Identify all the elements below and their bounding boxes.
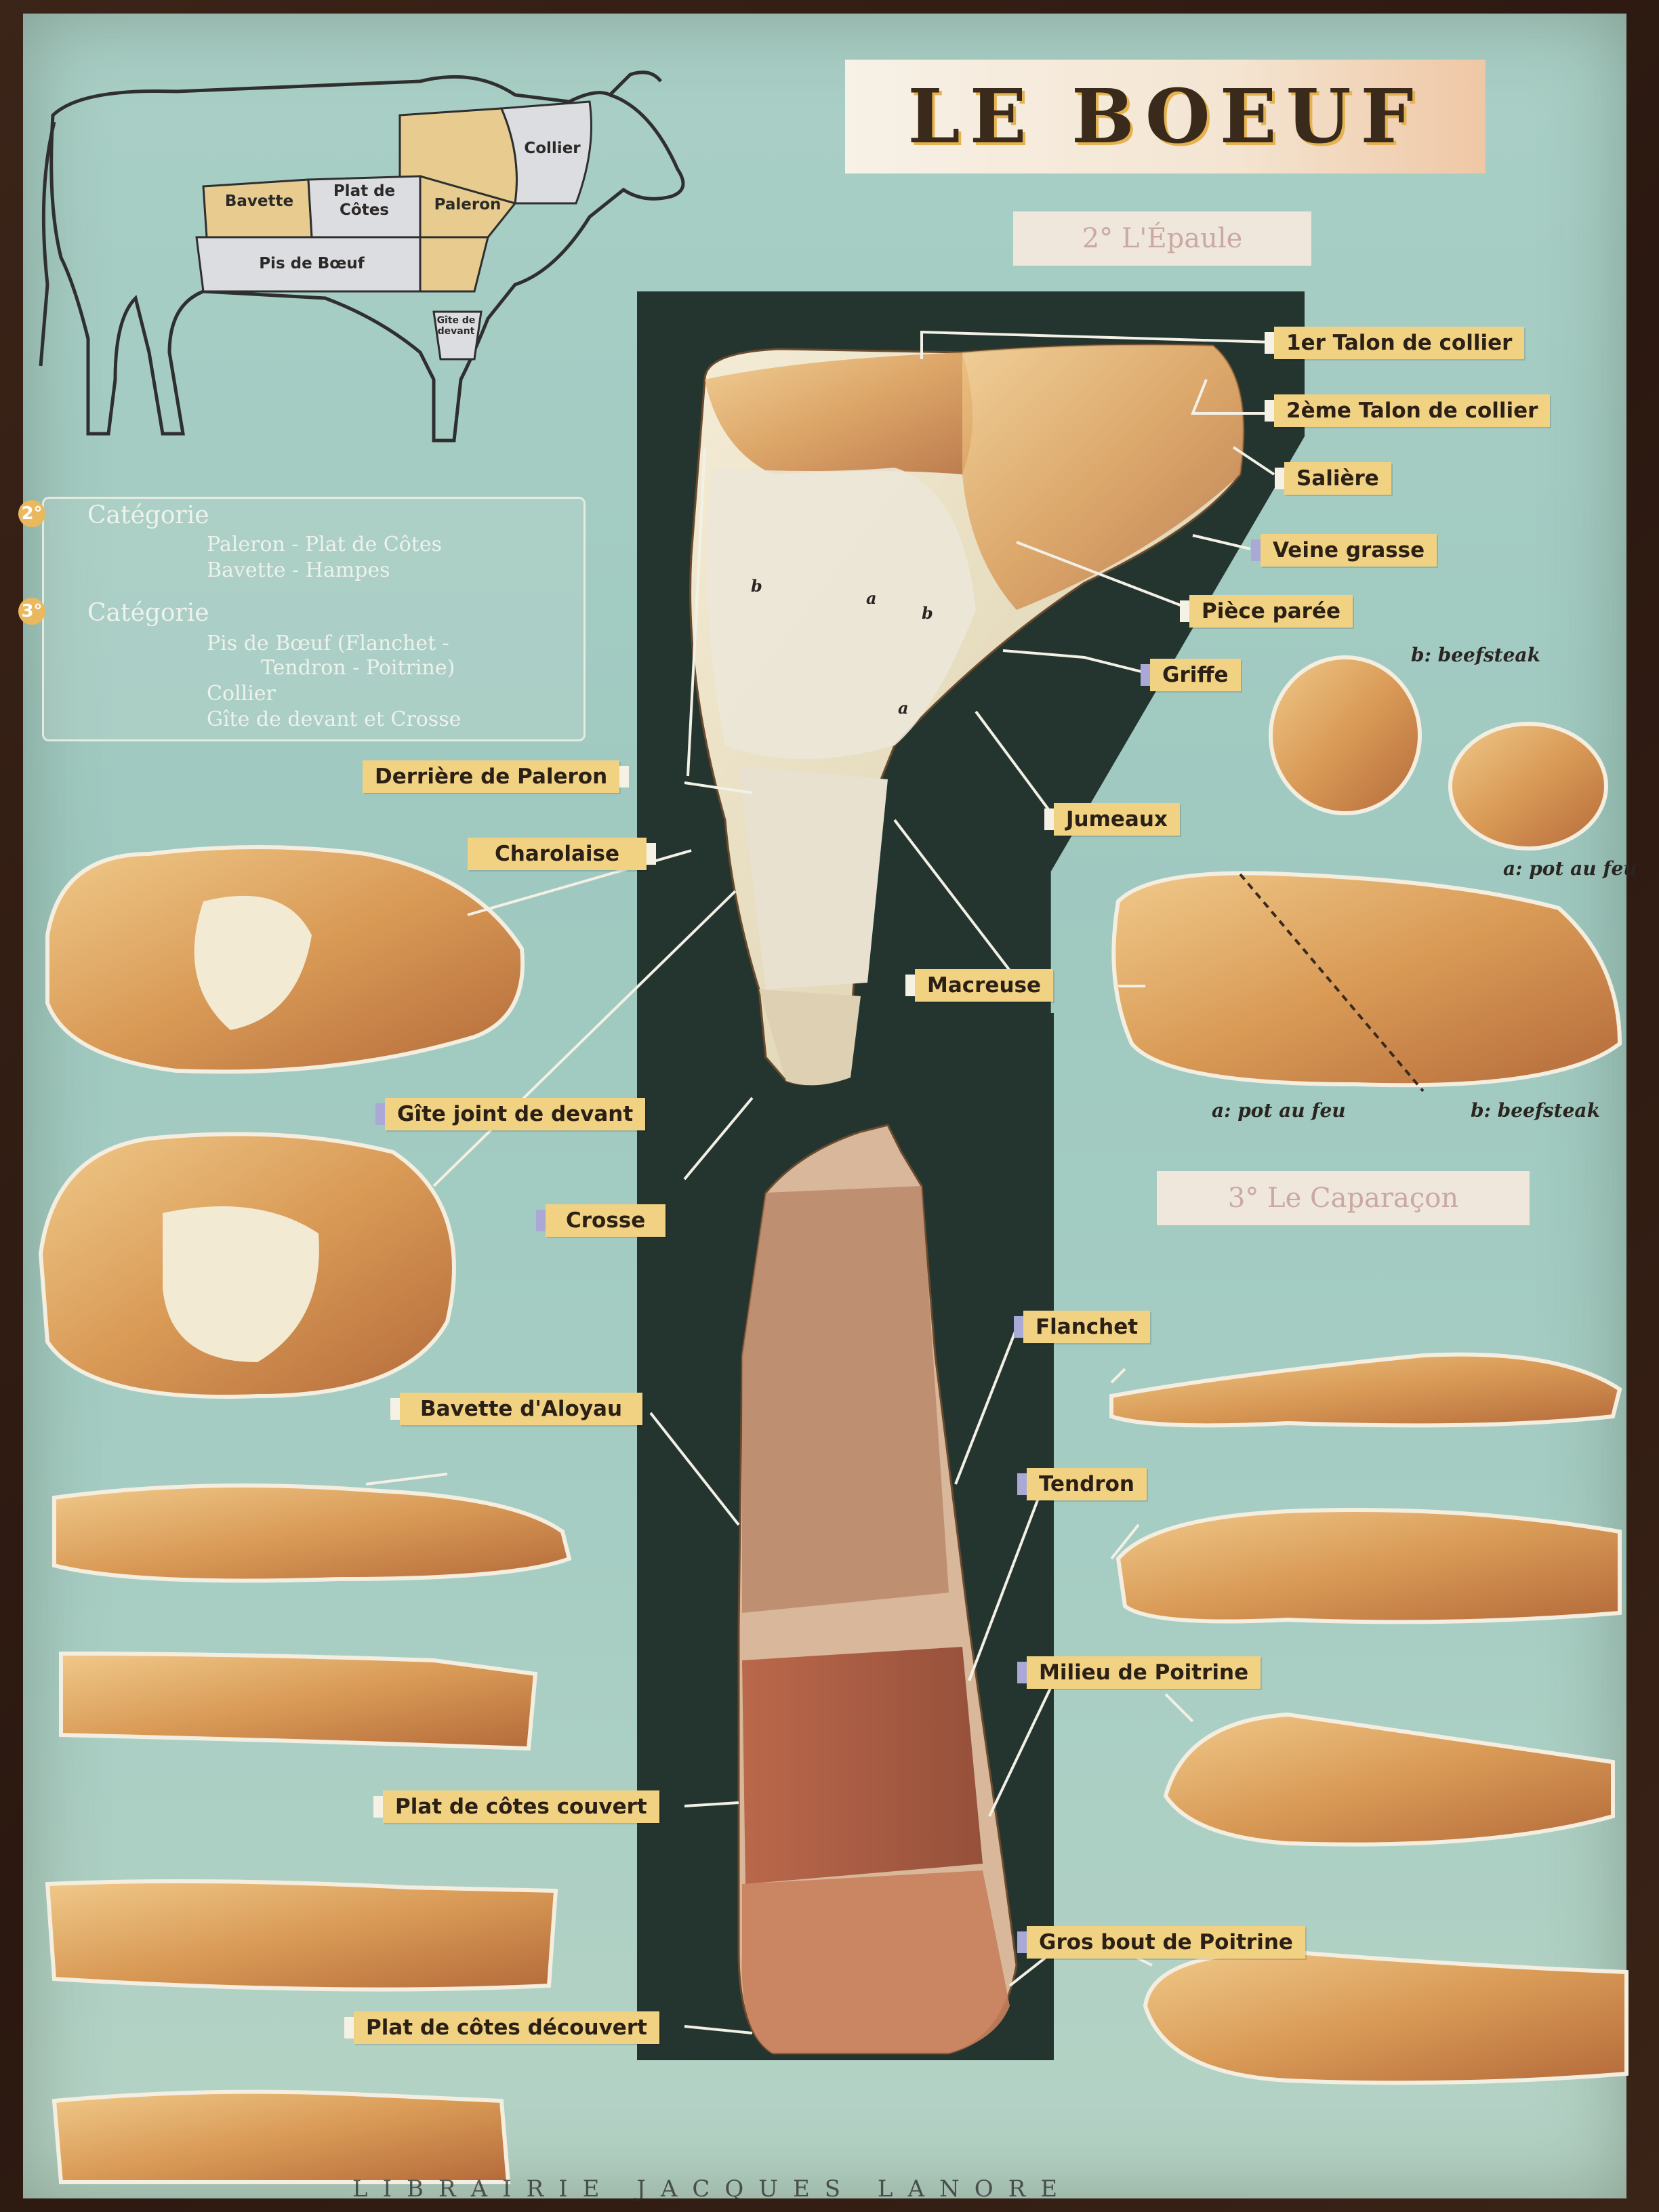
label-text: Gîte joint de devant	[397, 1102, 634, 1126]
label-tab	[1044, 808, 1054, 830]
label-text: Griffe	[1162, 663, 1229, 687]
label-veine-grasse: Veine grasse	[1251, 534, 1437, 567]
category-3-line-1: Pis de Bœuf (Flanchet -	[207, 632, 449, 655]
cow-label-collier: Collier	[524, 140, 581, 157]
label-text: Derrière de Paleron	[375, 764, 608, 789]
cow-label-pis-de-boeuf: Pis de Bœuf	[259, 255, 365, 272]
label-tab	[905, 975, 915, 996]
label-tab	[1265, 332, 1274, 354]
label-text: Macreuse	[927, 973, 1042, 998]
category-3-line-3: Collier	[207, 682, 276, 705]
label-text: Milieu de Poitrine	[1039, 1660, 1249, 1685]
label-text: 2ème Talon de collier	[1286, 398, 1538, 423]
section-epaule-title: 2° L'Épaule	[1013, 211, 1311, 266]
label-tab	[373, 1796, 383, 1818]
label-tab	[1141, 664, 1150, 686]
category-2-number: 2°	[18, 500, 45, 527]
letter-a-mid: a	[866, 588, 877, 608]
caption-a-pot-au-feu: a: pot au feu	[1212, 1099, 1346, 1122]
caption-a-pot-au-feu-top: a: pot au feu	[1503, 857, 1637, 880]
label-plat-decouvert: Plat de côtes découvert	[344, 2011, 659, 2044]
label-tendron: Tendron	[1017, 1468, 1147, 1500]
label-tab	[1180, 600, 1189, 622]
label-tab	[1251, 539, 1261, 561]
label-text: Jumeaux	[1066, 807, 1168, 832]
label-text: Bavette d'Aloyau	[420, 1397, 623, 1421]
cow-regions	[195, 100, 592, 361]
label-tab	[344, 2017, 354, 2039]
cow-label-paleron: Paleron	[434, 196, 501, 213]
right-cuts	[1109, 655, 1629, 2085]
label-text: Gros bout de Poitrine	[1039, 1930, 1293, 1954]
left-cuts	[38, 845, 572, 2184]
label-text: Salière	[1296, 466, 1379, 491]
caption-b-beefsteak: b: beefsteak	[1471, 1099, 1600, 1122]
letter-b-right: b	[922, 603, 933, 623]
label-text: Plat de côtes couvert	[395, 1795, 647, 1819]
label-jumeaux: Jumeaux	[1044, 803, 1180, 836]
category-box: 2° Catégorie Paleron - Plat de Côtes Bav…	[18, 497, 586, 741]
cow-label-bavette: Bavette	[224, 192, 294, 210]
category-3-line-4: Gîte de devant et Crosse	[207, 708, 462, 731]
label-derriere-paleron: Derrière de Paleron	[363, 760, 630, 793]
label-text: Pièce parée	[1202, 599, 1341, 623]
label-tab	[375, 1103, 385, 1125]
category-3-line-2: Tendron - Poitrine)	[261, 656, 455, 680]
label-tab	[619, 766, 630, 787]
label-talon-1: 1er Talon de collier	[1265, 327, 1525, 359]
label-tab	[646, 843, 656, 865]
letter-a-low: a	[898, 698, 909, 718]
label-text: Flanchet	[1036, 1315, 1139, 1339]
leader-lines	[365, 330, 1275, 2034]
label-tab	[1017, 1473, 1027, 1495]
label-text: Tendron	[1039, 1472, 1134, 1496]
label-crosse: Crosse	[536, 1204, 666, 1237]
label-gros-bout: Gros bout de Poitrine	[1017, 1926, 1305, 1959]
label-macreuse: Macreuse	[905, 969, 1054, 1002]
label-saliere: Salière	[1275, 462, 1391, 495]
label-text: 1er Talon de collier	[1286, 331, 1513, 355]
label-griffe: Griffe	[1141, 659, 1241, 691]
category-3-heading: Catégorie	[87, 599, 209, 627]
label-tab	[536, 1210, 546, 1231]
label-piece-paree: Pièce parée	[1180, 595, 1353, 628]
section-caparacon-title: 3° Le Caparaçon	[1157, 1171, 1530, 1225]
label-talon-2: 2ème Talon de collier	[1265, 394, 1551, 427]
label-charolaise: Charolaise	[468, 838, 656, 870]
label-flanchet: Flanchet	[1014, 1311, 1151, 1343]
label-tab	[1017, 1662, 1027, 1683]
label-tab	[1014, 1316, 1023, 1338]
label-milieu-poitrine: Milieu de Poitrine	[1017, 1656, 1261, 1689]
cow-label-gite-de-devant: Gîte de devant	[436, 315, 476, 337]
category-2-heading: Catégorie	[87, 501, 209, 529]
category-2-line-1: Paleron - Plat de Côtes	[207, 533, 442, 556]
label-gite-joint: Gîte joint de devant	[375, 1098, 646, 1130]
label-text: Crosse	[566, 1208, 646, 1233]
cow-outline	[39, 70, 685, 443]
label-text: Veine grasse	[1273, 538, 1425, 562]
category-2-line-2: Bavette - Hampes	[207, 558, 390, 582]
label-tab	[1265, 400, 1274, 422]
cow-label-plat-de-cotes: Plat de Côtes	[333, 182, 396, 219]
label-bavette-aloyau: Bavette d'Aloyau	[390, 1393, 643, 1425]
label-tab	[1275, 468, 1284, 489]
label-plat-couvert: Plat de côtes couvert	[373, 1790, 659, 1823]
label-tab	[390, 1398, 400, 1420]
shoulder-cut	[689, 344, 1245, 1086]
label-text: Charolaise	[495, 842, 619, 866]
category-3-number: 3°	[18, 598, 45, 625]
letter-b-left: b	[751, 576, 762, 596]
caption-b-beefsteak-top: b: beefsteak	[1411, 644, 1540, 666]
poster-title: LE BOEUF	[845, 60, 1486, 173]
label-text: Plat de côtes découvert	[366, 2015, 647, 2040]
publisher-footer: LIBRAIRIE JACQUES LANORE	[352, 2175, 1073, 2203]
caparacon-cut	[737, 1124, 1018, 2055]
label-tab	[1017, 1931, 1027, 1953]
